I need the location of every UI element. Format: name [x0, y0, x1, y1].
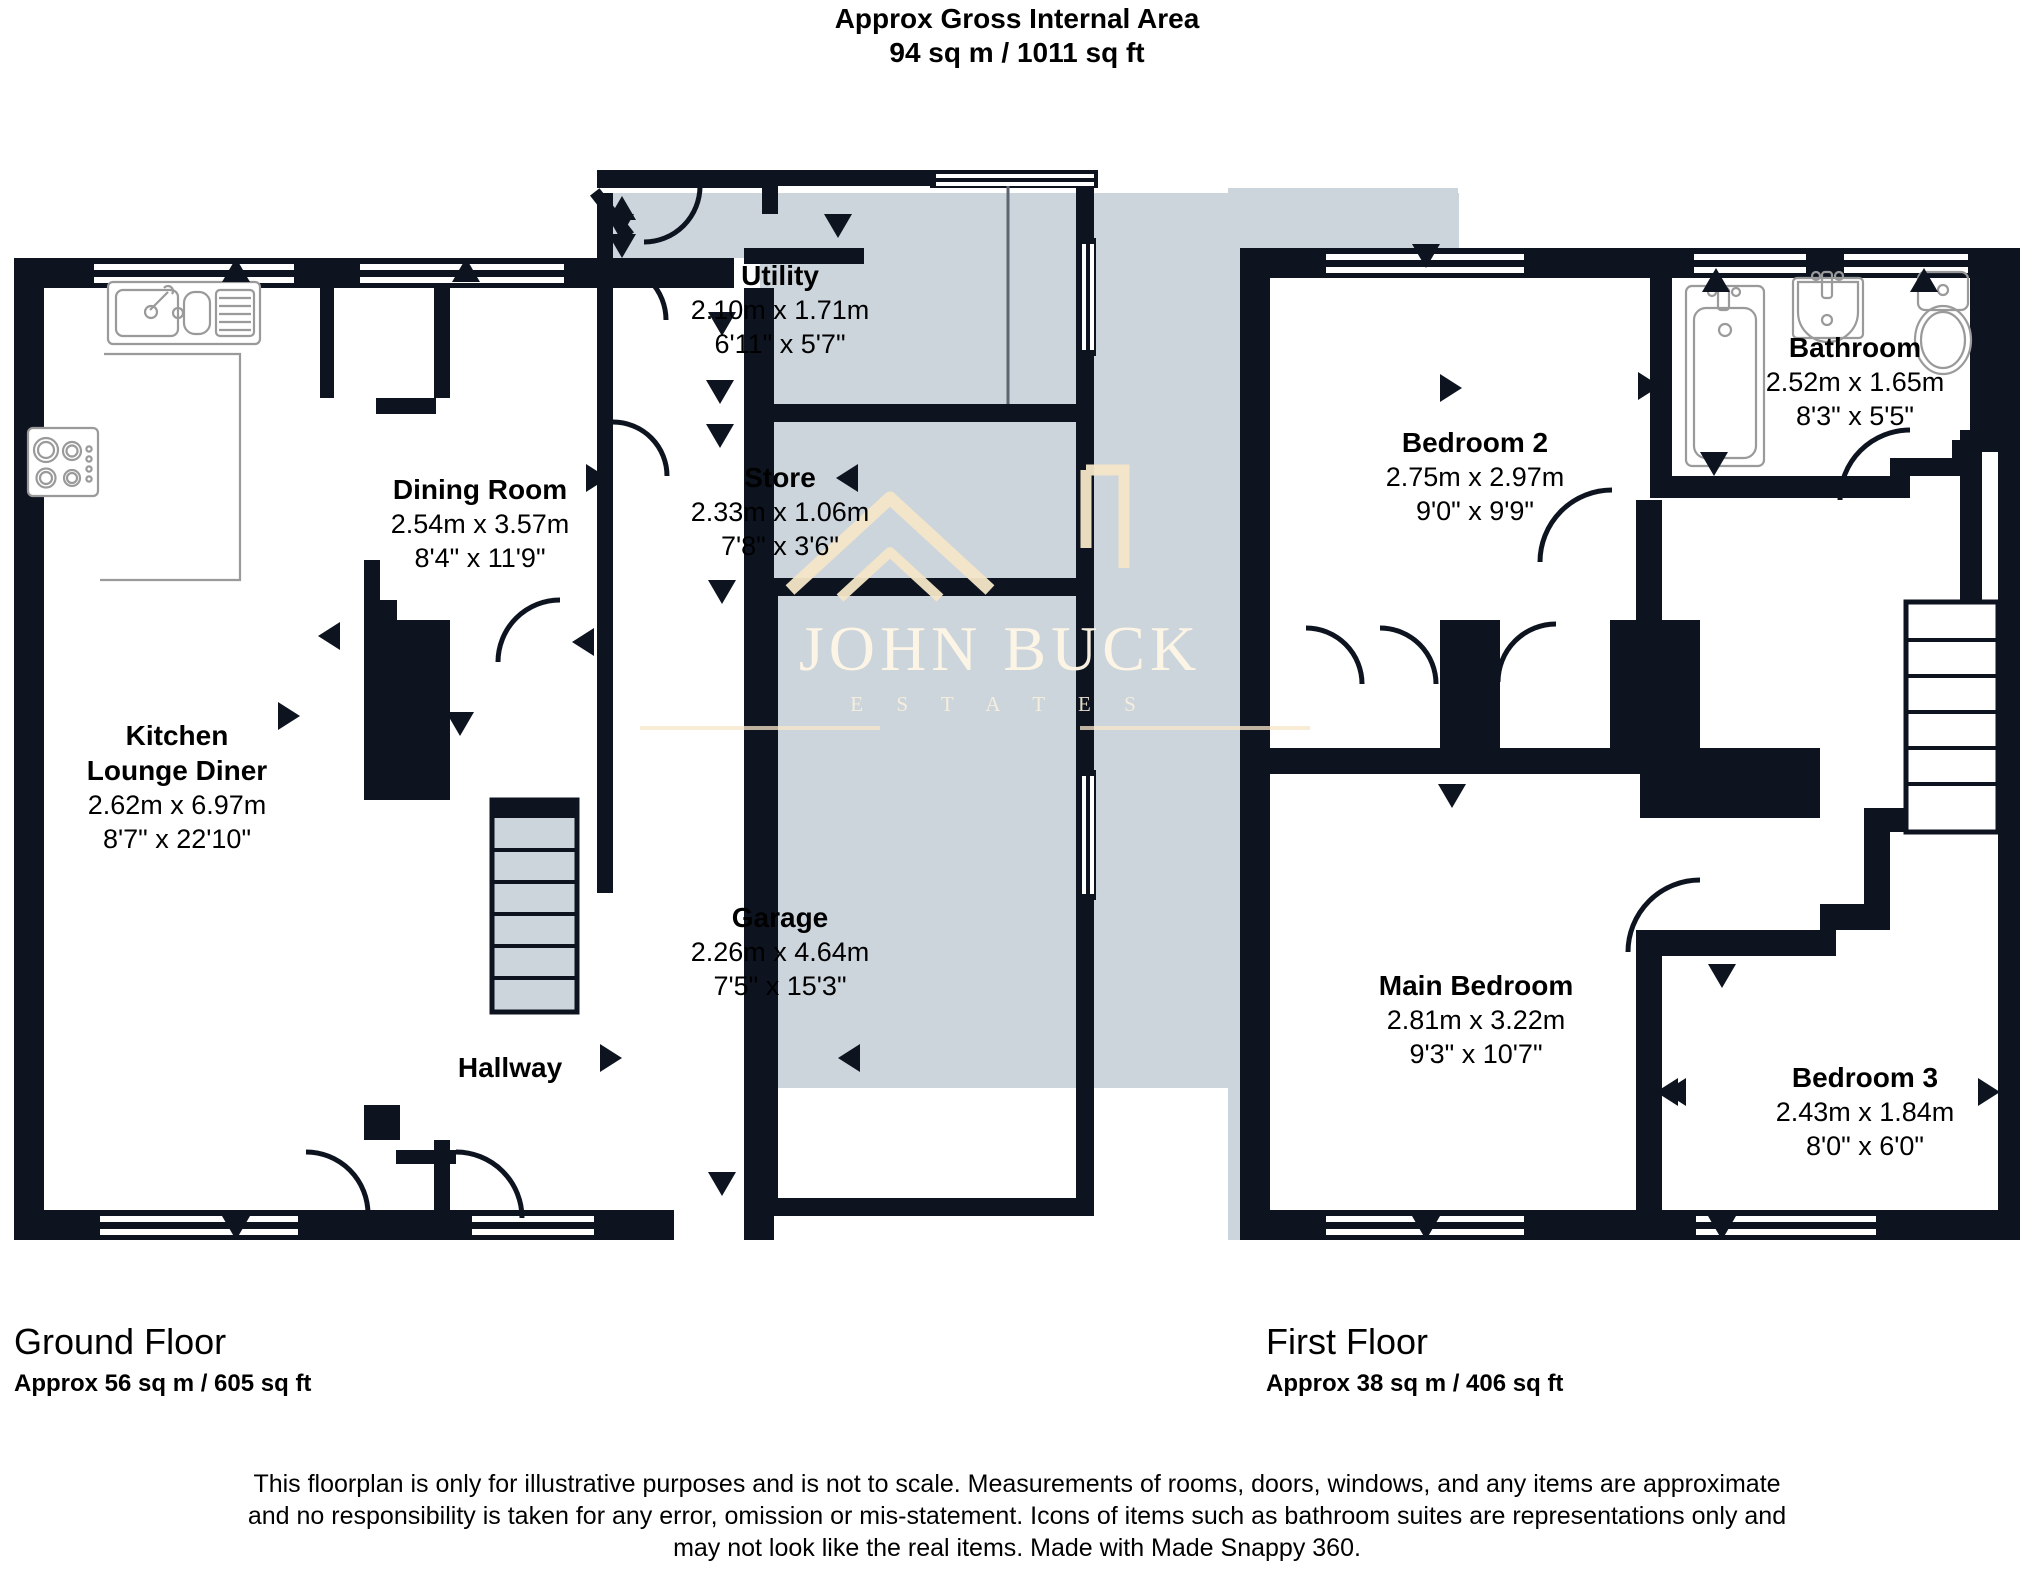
watermark-roof-icon [640, 464, 1310, 730]
wall-top-ground-a [14, 258, 94, 288]
wall-top-ground-b [294, 258, 320, 288]
door-lounge [305, 1149, 371, 1215]
wall-bed3-left [1636, 930, 1662, 1216]
wall-bottom-first-c [1880, 1210, 2020, 1240]
window-ground-bottom-2 [464, 1210, 594, 1240]
wall-kitchen-divider [376, 398, 436, 414]
wall-right-first-top [1970, 248, 2020, 438]
door-utility-left [609, 261, 669, 321]
staircase-first-icon [1903, 599, 2001, 835]
wall-bed3-top [1636, 930, 1836, 956]
washbasin-icon [1791, 270, 1865, 344]
wall-landing-vert [1636, 500, 1662, 630]
wall-top-ground-jog [320, 258, 334, 398]
wall-bathroom-left [1650, 278, 1672, 498]
wall-garage-bottom [760, 1198, 1094, 1216]
wall-store-top [744, 404, 1094, 422]
door-bathroom-outer [1837, 427, 1911, 501]
wall-bottom-ground-b [304, 1210, 464, 1240]
door-bedroom2-b [1379, 625, 1439, 685]
wall-top-first-b [1530, 248, 1690, 278]
wall-bed3-upper-vert [1864, 820, 1890, 930]
toilet-icon [1913, 270, 1973, 376]
wall-bottom-ground-c [594, 1210, 674, 1240]
wall-landing-right-fill [1640, 748, 1820, 818]
kitchen-sink-icon [106, 280, 262, 346]
wall-garage-left [760, 596, 778, 1216]
wall-dining-left [597, 193, 613, 893]
wall-hall-bottom [396, 1150, 456, 1164]
wall-bathroom-bottom-jog [1890, 440, 1970, 476]
wall-lounge-jog-upper [364, 560, 396, 620]
window-first-top-2 [1690, 248, 1810, 278]
window-first-top-3 [1840, 248, 1970, 278]
ground-dimension-arrows [20, 196, 860, 1240]
hob-icon [26, 426, 100, 498]
window-ground-top-3 [484, 258, 564, 288]
wall-bathroom-bottom [1650, 476, 1910, 498]
wall-bottom-first-a [1240, 1210, 1320, 1240]
wall-right-ground [1076, 170, 1094, 1216]
wall-landing-block [1440, 620, 1500, 760]
wall-top-first-a [1240, 248, 1320, 278]
door-store [612, 419, 670, 477]
door-front [455, 1149, 525, 1219]
kitchen-worktop-outline [100, 352, 242, 582]
wall-store-bottom [744, 578, 1094, 596]
wall-bottom-first-b [1530, 1210, 1690, 1240]
first-floor-plan [1228, 188, 2020, 1240]
wall-right-first [1998, 430, 2020, 1240]
wall-lounge-jog-lower [364, 742, 450, 800]
wall-ground-top-centre [597, 170, 777, 188]
wall-landing-right-block [1610, 620, 1700, 770]
wall-lounge-jog-bottom [364, 1105, 400, 1140]
door-landing [1495, 621, 1557, 683]
first-dimension-arrows [1244, 244, 2008, 1240]
door-dining-hall [495, 597, 561, 663]
wall-kitchen-right-upper [434, 288, 450, 398]
staircase-ground-icon [489, 797, 580, 1015]
door-bathroom [1537, 487, 1613, 563]
wall-left-first [1240, 248, 1270, 1240]
door-bedroom3 [1625, 877, 1701, 953]
bathtub-icon [1684, 284, 1766, 468]
wall-top-ground-c [564, 258, 734, 288]
wall-utility-left-return [744, 248, 864, 264]
wall-bottom-ground-a [14, 1210, 94, 1240]
window-ground-bottom-1 [94, 1210, 304, 1240]
wall-left-ground [14, 258, 44, 1240]
door-bedroom2-a [1305, 625, 1365, 685]
door-utility-top [643, 185, 703, 245]
